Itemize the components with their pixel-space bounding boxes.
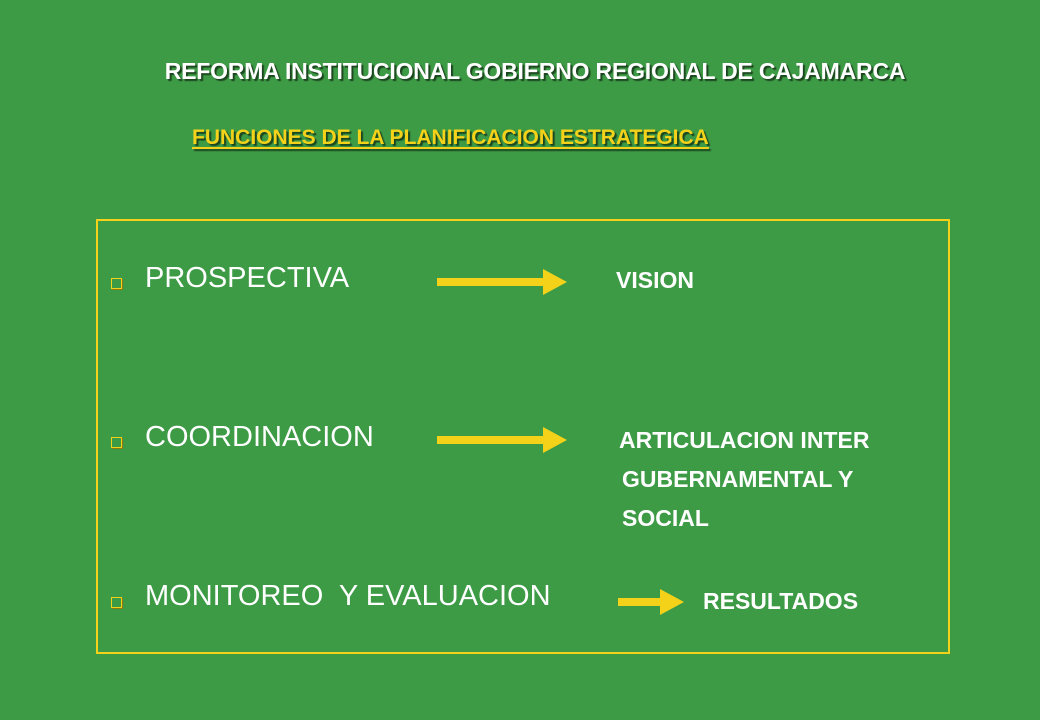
slide-title: REFORMA INSTITUCIONAL GOBIERNO REGIONAL … [164, 58, 906, 84]
item-result-vision: VISION [616, 261, 694, 300]
result-line: ARTICULACION INTER [619, 427, 870, 453]
square-bullet-icon [111, 278, 122, 289]
square-bullet-icon [111, 437, 122, 448]
content-box [96, 219, 950, 654]
result-line: VISION [616, 267, 694, 293]
square-bullet-icon [111, 597, 122, 608]
item-result-resultados: RESULTADOS [703, 582, 858, 621]
result-line: SOCIAL [622, 505, 709, 531]
item-label-monitoreo: MONITOREO Y EVALUACION [145, 580, 551, 612]
right-arrow-icon [618, 589, 684, 615]
result-line: GUBERNAMENTAL Y [622, 466, 854, 492]
right-arrow-icon [437, 269, 567, 295]
right-arrow-icon [437, 427, 567, 453]
result-line: RESULTADOS [703, 588, 859, 614]
item-label-coordinacion: COORDINACION [145, 421, 374, 453]
slide-subtitle: FUNCIONES DE LA PLANIFICACION ESTRATEGIC… [192, 126, 709, 149]
item-result-articulacion: ARTICULACION INTER GUBERNAMENTAL Y SOCIA… [619, 421, 869, 538]
item-label-prospectiva: PROSPECTIVA [145, 262, 350, 294]
